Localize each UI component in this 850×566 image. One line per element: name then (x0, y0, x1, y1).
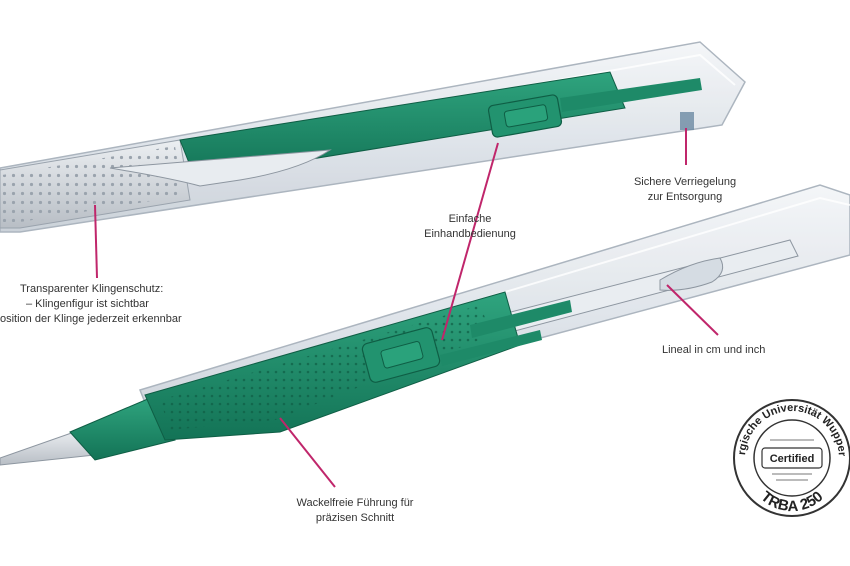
top-green-rod (560, 78, 702, 112)
callout-one-hand-line-2: Einhandbedienung (424, 228, 516, 240)
top-metal-dots (2, 146, 183, 222)
ruler-window (659, 257, 724, 291)
pointer-ruler (666, 284, 719, 336)
pointer-grip (279, 417, 336, 488)
bottom-green-rod (470, 300, 572, 338)
scalpel-bottom (0, 184, 850, 466)
callout-guard-line-3: osition der Klinge jederzeit erkennbar (0, 313, 182, 325)
lock-tab (680, 112, 694, 130)
callout-lock-line-1: Sichere Verriegelung (633, 176, 737, 188)
callout-grip: Wackelfreie Führung für präzisen Schnitt (275, 496, 435, 526)
bottom-slider-button (380, 341, 424, 369)
pointer-guard (94, 204, 98, 279)
pointer-one-hand (441, 142, 499, 341)
callout-lock-line-2: zur Entsorgung (647, 191, 723, 203)
callout-pointers (94, 128, 719, 488)
seal-badge-text: Certified (770, 453, 815, 465)
callout-transparent-guard: Transparenter Klingenschutz: – Klingenfi… (0, 282, 182, 327)
top-blade-cutout (109, 149, 332, 187)
callout-grip-line-1: Wackelfreie Führung für (296, 497, 414, 509)
scalpel-top (0, 41, 746, 233)
callout-ruler: Lineal in cm und inch (662, 343, 765, 358)
callout-guard-line-2: – Klingenfigur ist sichtbar (26, 298, 149, 310)
bottom-green-rod-2 (440, 330, 542, 366)
certification-seal: Bergische Universität Wuppertal TRBA 250… (733, 399, 850, 517)
callout-lock: Sichere Verriegelung zur Entsorgung (620, 175, 750, 205)
callout-ruler-line-1: Lineal in cm und inch (662, 344, 766, 356)
callout-one-hand-line-1: Einfache (448, 213, 492, 225)
callout-one-hand: Einfache Einhandbedienung (410, 212, 530, 242)
callout-guard-line-1: Transparenter Klingenschutz: (20, 283, 164, 295)
bottom-green-tip (69, 397, 176, 461)
callout-grip-line-2: präzisen Schnitt (315, 512, 395, 524)
seal-badge-box (761, 447, 823, 469)
top-slider-button (503, 104, 549, 128)
